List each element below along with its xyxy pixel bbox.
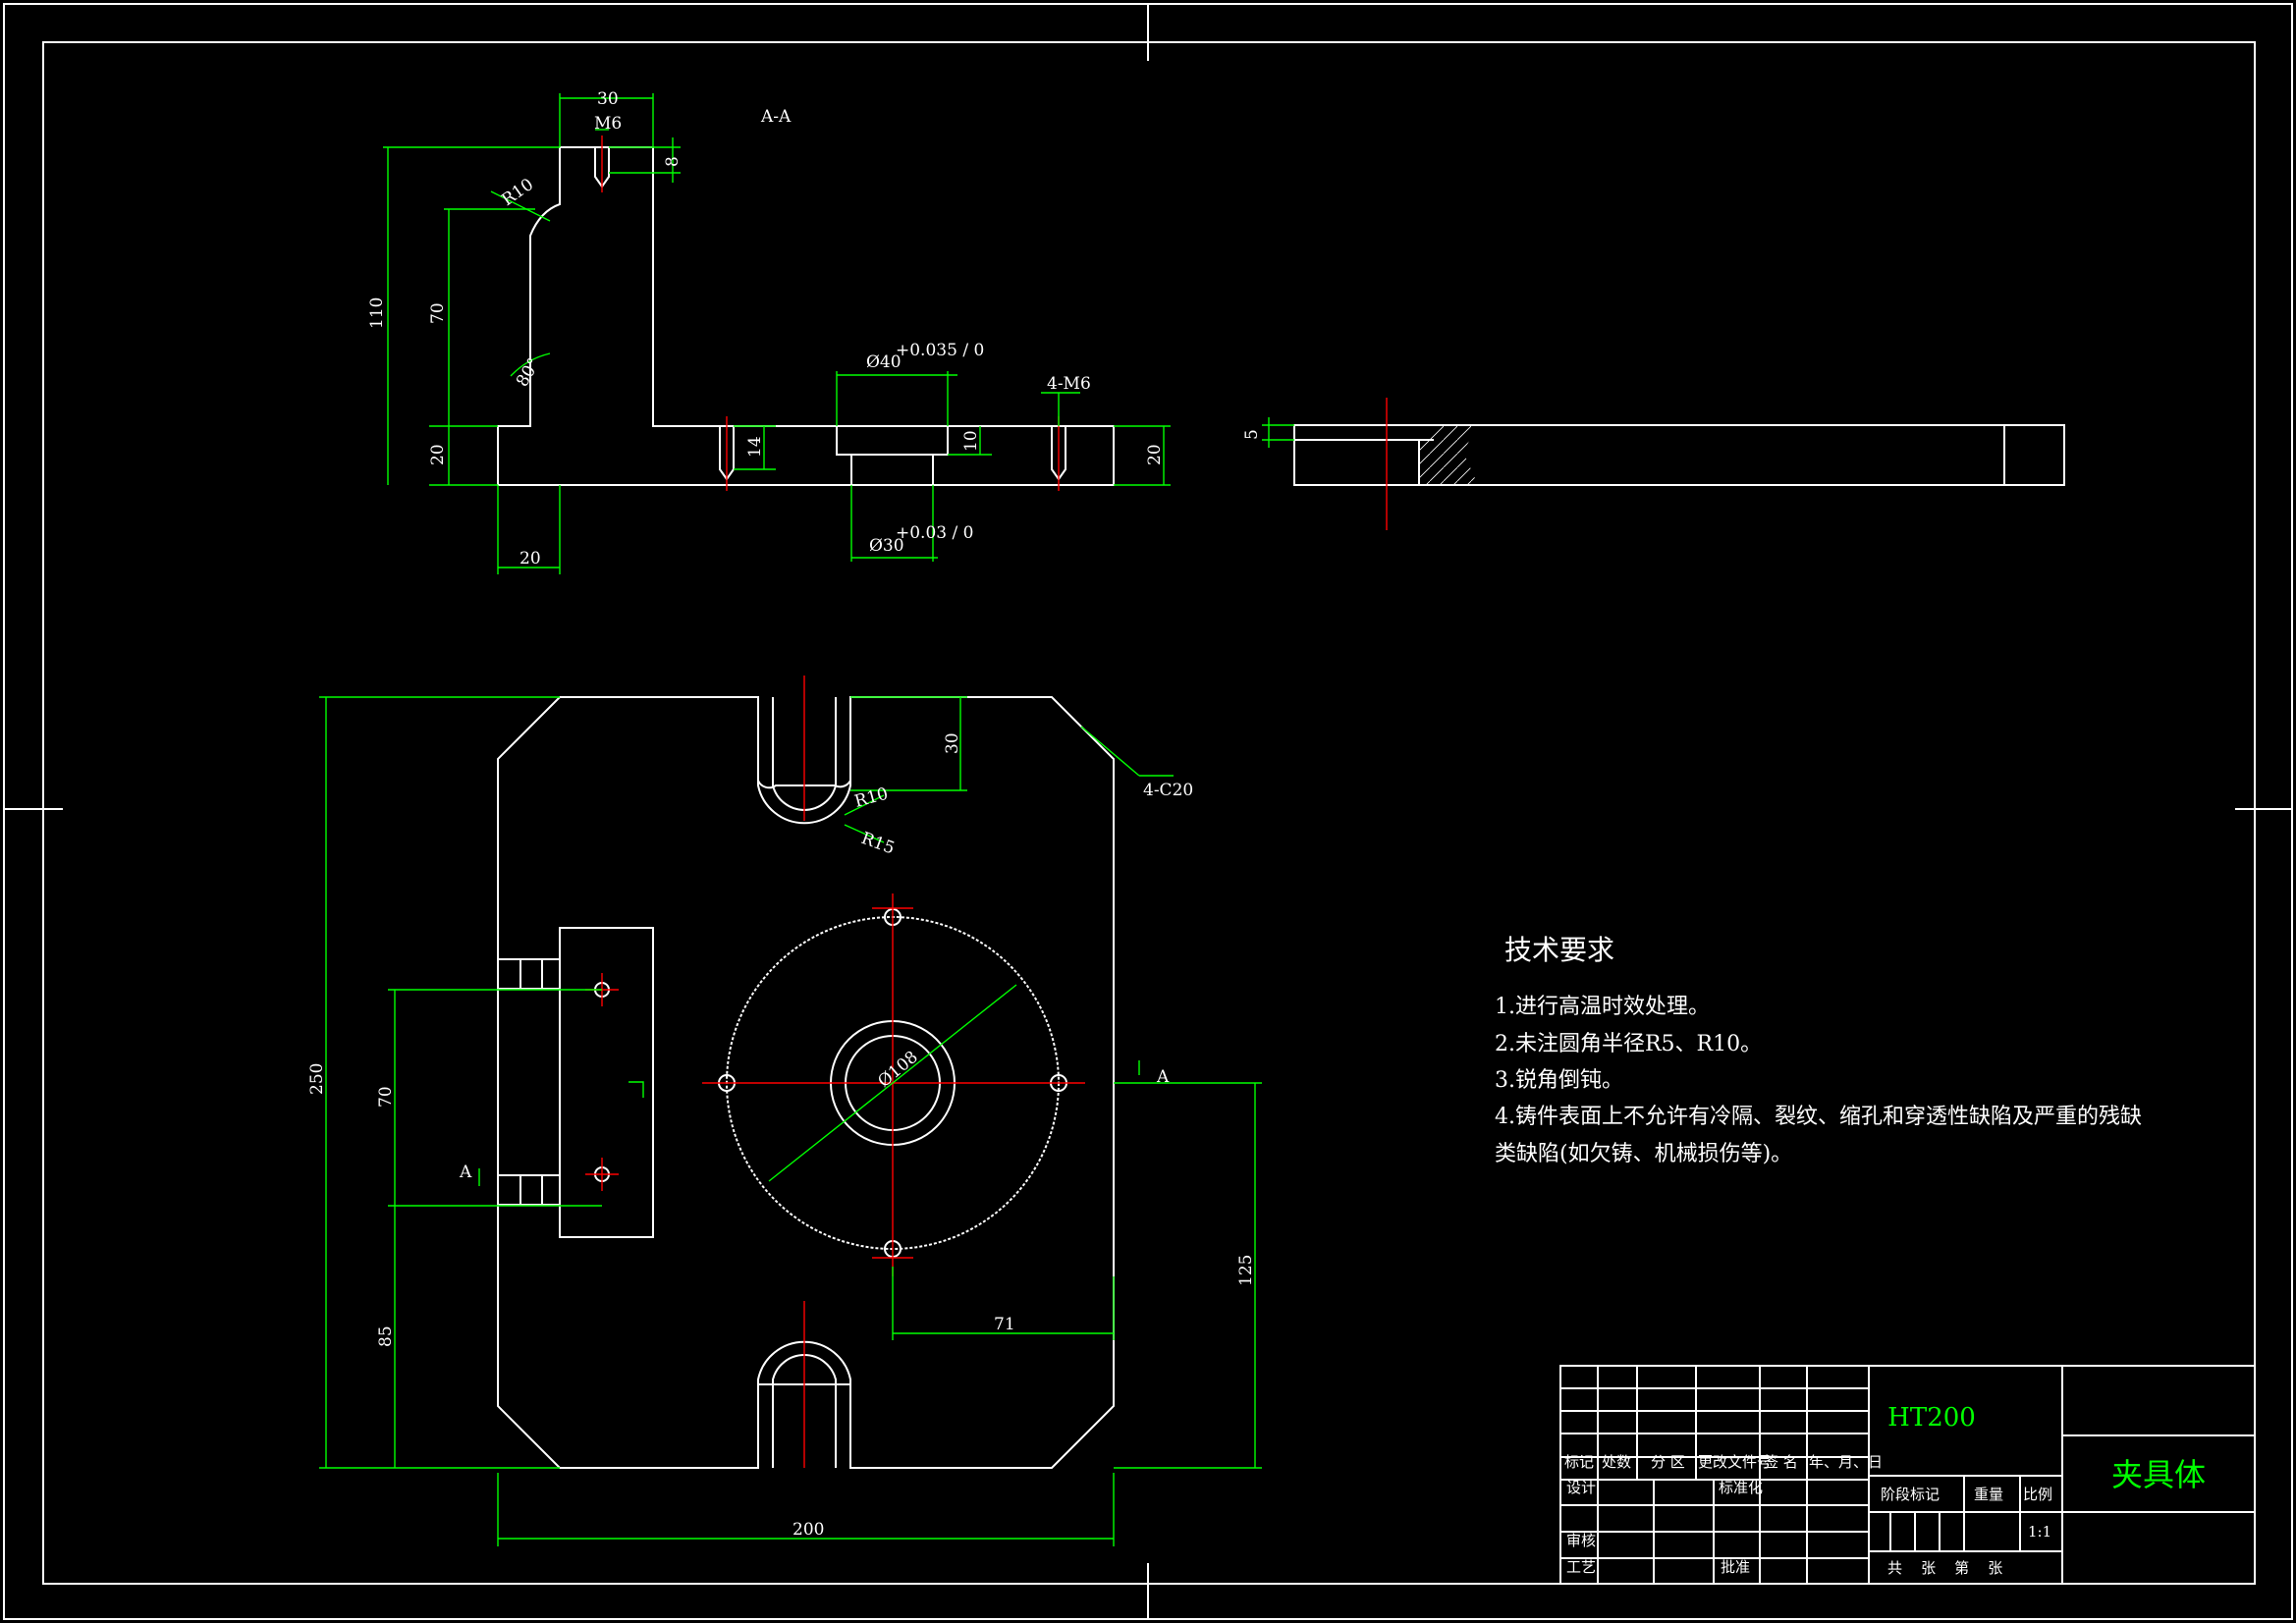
header-date: 年、月、日 [1809, 1453, 1883, 1471]
dim-slot-r10: R10 [852, 784, 890, 812]
side-view: 5 [1242, 398, 2065, 530]
dim-depth-14: 14 [745, 436, 765, 458]
dim-hole-d30: Ø30 [869, 536, 904, 556]
label-stage-mark: 阶段标记 [1881, 1486, 1940, 1503]
dim-angle-80: 80° [513, 354, 544, 390]
section-arrow-right: A [1156, 1067, 1170, 1087]
label-review: 审核 [1566, 1532, 1596, 1549]
dim-slot-30: 30 [943, 732, 962, 754]
tech-item-2: 2.未注圆角半径R5、R10。 [1495, 1032, 1762, 1056]
dim-width-30: 30 [597, 89, 619, 109]
dim-hole-d40: Ø40 [866, 352, 902, 372]
label-sheets: 共 张 第 张 [1887, 1559, 2002, 1577]
dim-total-200: 200 [793, 1520, 824, 1540]
section-label: A-A [760, 107, 792, 127]
tech-title: 技术要求 [1504, 934, 1614, 966]
dim-offset-85: 85 [376, 1325, 396, 1347]
header-change-doc: 更改文件号 [1698, 1453, 1772, 1471]
sheet-frame [3, 3, 2293, 1620]
header-sign: 签 名 [1764, 1453, 1798, 1471]
dim-depth-8: 8 [663, 156, 683, 167]
dim-depth-10: 10 [961, 430, 981, 452]
dim-bolt-circle: Ø108 [874, 1048, 921, 1092]
counterbore-pocket [836, 425, 949, 456]
scale-value: 1:1 [2028, 1523, 2051, 1541]
technical-requirements: 技术要求 1.进行高温时效处理。 2.未注圆角半径R5、R10。 3.锐角倒钝。… [1495, 934, 2142, 1166]
tech-item-3: 3.锐角倒钝。 [1495, 1068, 1623, 1093]
tech-item-4-cont: 类缺陷(如欠铸、机械损伤等)。 [1495, 1142, 1792, 1166]
dim-height-20-right: 20 [1145, 444, 1165, 465]
label-scale: 比例 [2023, 1486, 2052, 1503]
dim-hole-d40-tol: +0.035 / 0 [896, 341, 984, 360]
dim-base-20: 20 [519, 549, 541, 568]
section-view-aa: A-A 30 [367, 89, 1171, 574]
dim-thread-4m6: 4-M6 [1047, 374, 1091, 394]
part-name: 夹具体 [2111, 1456, 2206, 1493]
dim-height-110: 110 [367, 298, 387, 329]
material: HT200 [1887, 1403, 1976, 1433]
header-mark: 标记 [1564, 1453, 1594, 1471]
section-arrow-left: A [459, 1163, 472, 1182]
u-slot-top-outer [757, 697, 851, 825]
label-standardize: 标准化 [1719, 1479, 1763, 1496]
plan-view: 30 R10 R15 4-C20 Ø108 250 70 85 125 71 2… [307, 676, 1262, 1546]
label-design: 设计 [1566, 1479, 1596, 1496]
dim-thread-m6: M6 [594, 114, 622, 134]
label-process: 工艺 [1566, 1558, 1596, 1576]
dim-side-5: 5 [1242, 429, 1262, 440]
tech-item-4: 4.铸件表面上不允许有冷隔、裂纹、缩孔和穿透性缺陷及严重的残缺 [1495, 1105, 2142, 1129]
dim-offset-125: 125 [1236, 1255, 1256, 1286]
header-zone: 分 区 [1651, 1453, 1685, 1471]
tech-item-1: 1.进行高温时效处理。 [1495, 995, 1710, 1019]
dim-total-250: 250 [307, 1063, 327, 1095]
dim-chamfer: 4-C20 [1143, 781, 1193, 800]
label-weight: 重量 [1974, 1486, 2003, 1503]
dim-hole-d30-tol: +0.03 / 0 [896, 523, 973, 543]
dim-height-20-left: 20 [428, 444, 448, 465]
bracket-section-body [497, 146, 1115, 486]
dim-spacing-70: 70 [376, 1086, 396, 1108]
label-approve: 批准 [1721, 1558, 1750, 1576]
dim-offset-71: 71 [994, 1315, 1015, 1334]
upright-block [559, 927, 654, 1238]
base-plate-outline [497, 696, 1115, 1469]
header-count: 处数 [1602, 1453, 1631, 1471]
dim-height-70: 70 [428, 302, 448, 324]
dim-slot-r15: R15 [858, 829, 897, 859]
title-block: HT200 夹具体 标记 处数 分 区 更改文件号 签 名 年、月、日 设计 标… [1559, 1365, 2256, 1585]
